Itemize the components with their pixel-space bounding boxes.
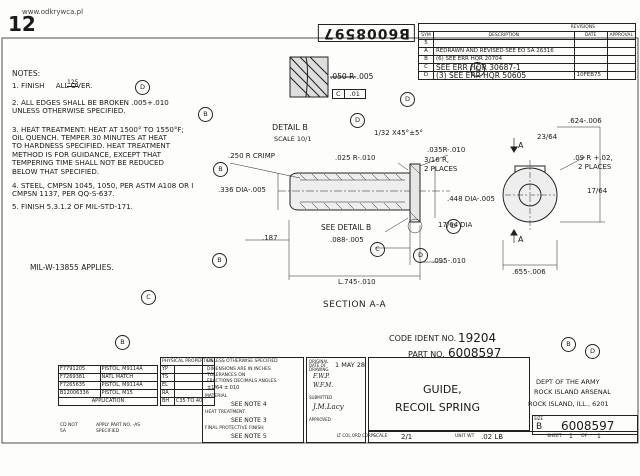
zone-letter-b: B [213,162,228,177]
revisions-title: REVISIONS [418,23,636,32]
sheet-of-value: 1 [597,433,601,440]
dim-050: .050 R-.005 [330,72,374,81]
dim-09r: .09 R +.02, [573,154,613,162]
zone-letter-b: B [198,107,213,122]
zone-letter-d: D [413,248,428,263]
rev-header-sym: SYM [418,31,434,40]
watermark-text: www.odkrywca.pl [22,8,84,16]
zone-letter-d: D [350,113,365,128]
rev-header-approval: APPROVAL [606,31,637,40]
title-area: GUIDE, RECOIL SPRING [368,357,530,431]
part-title-line-1: GUIDE, [423,383,462,396]
used-on: CD NOT 5A [60,423,78,434]
notes-title: NOTES: [12,69,41,78]
unit-weight-value: .02 LB [481,433,504,441]
notes-block: NOTES: 1. FINISH ALL OVER. 2. ALL EDGES … [12,69,194,211]
dim-frac-17: 17/64 [438,221,459,229]
dim-2places: 2 PLACES [424,165,458,173]
signature-block: ORIGINAL DATE OF DRAWING 1 MAY 28 F.W.P.… [306,357,376,443]
corner-number: 12 [8,12,36,36]
code-ident-label: CODE IDENT NO. [389,334,457,343]
dim-025r: .025 R-.010 [335,154,376,162]
dim-316r: 3/16 R, [424,156,450,164]
material-value: SEE NOTE 4 [231,401,267,408]
dim-088: .088-.005 [330,236,364,244]
rev-header-desc: DESCRIPTION [432,31,575,40]
detail-b-title: DETAIL B [272,123,308,132]
size-value: B [536,422,543,432]
revisions-table: REVISIONS SYM DESCRIPTION DATE APPROVAL … [418,23,637,80]
zone-letter-c: C [370,242,385,257]
zone-letter-d: D [400,92,415,107]
scale-row: SCALE 2/1 UNIT WT .02 LB SHEET 1 OF 1 [368,431,638,443]
detail-b-scale: SCALE 10/1 [274,135,312,143]
zone-letter-d: D [585,344,600,359]
table-row: D (3) SEE ERR HQR 50605 10FEB75 [418,71,637,80]
feature-control-frame: C .01 [332,89,366,99]
dim-frac-17b: 17/64 [587,187,608,195]
finish-value: 125 [67,79,79,87]
finish-value-tb: SEE NOTE 5 [231,433,267,440]
dept-line-3: ROCK ISLAND, ILL., 6201 [528,400,609,408]
dim-2places-end: 2 PLACES [578,163,612,171]
table-row: 5 [418,39,637,48]
drawing-number: 6008597 [561,419,615,433]
scale-value: 2/1 [401,433,413,441]
dept-line-2: ROCK ISLAND ARSENAL [534,388,611,396]
dim-chamfer: 1/32 X45°±5° [374,129,423,137]
apply-part-note: APPLY PART NO. -AS SPECIFIED [96,423,141,434]
dim-1745: L.745-.010 [338,278,376,286]
mil-spec-note: MIL-W-13855 APPLIES. [30,263,114,272]
section-aa-view [229,154,450,280]
zone-letter-b: B [212,253,227,268]
dim-095: .095-.010 [432,257,466,265]
sheet-value: 1 [569,433,573,440]
dim-dia-label: DIA [460,221,473,229]
dim-448-dia: .448 DIA-.005 [447,195,496,203]
dim-336-dia: .336 DIA-.005 [218,186,267,194]
see-detail-b: SEE DETAIL B [321,223,372,232]
heat-value: SEE NOTE 3 [231,417,267,424]
drawing-number-block: SIZE B 6008597 [532,415,638,435]
stamp-number: B6008597 [318,24,415,42]
tolerance-block: UNLESS OTHERWISE SPECIFIED DIMENSIONS AR… [202,357,304,443]
dept-line-1: DEPT OF THE ARMY [536,378,600,386]
dim-624: .624-.006 [568,117,602,125]
dim-250r: .250 R CRIMP [228,152,275,160]
zone-letter-c: C [141,290,156,305]
code-ident-value: 19204 [458,331,497,345]
application-label: APPLICATION [58,397,158,406]
end-view [502,126,605,270]
part-no-label: PART NO. [408,350,445,359]
dim-035r: .035R-.010 [427,146,466,154]
zone-letter-d: D [135,80,150,95]
table-row: A REDRAWN AND REVISED SEE EO SA 26316 [418,47,637,56]
section-arrow-a: A [518,235,524,244]
rev-header-date: DATE [573,31,608,40]
original-date: 1 MAY 28 [335,361,366,369]
zone-letter-c: C [470,62,485,77]
detail-b-view [289,56,356,98]
zone-letter-d: D [446,219,461,234]
zone-letter-b: B [115,335,130,350]
section-aa-label: SECTION A-A [323,300,387,310]
dim-frac-23: 23/64 [537,133,558,141]
dim-187: .187 [262,234,278,242]
dim-655: .655-.006 [512,268,546,276]
section-arrow-a: A [518,141,524,150]
sheet-border [1,37,639,444]
zone-letter-b: B [561,337,576,352]
part-no-value: 6008597 [448,346,502,360]
part-title-line-2: RECOIL SPRING [395,401,481,414]
